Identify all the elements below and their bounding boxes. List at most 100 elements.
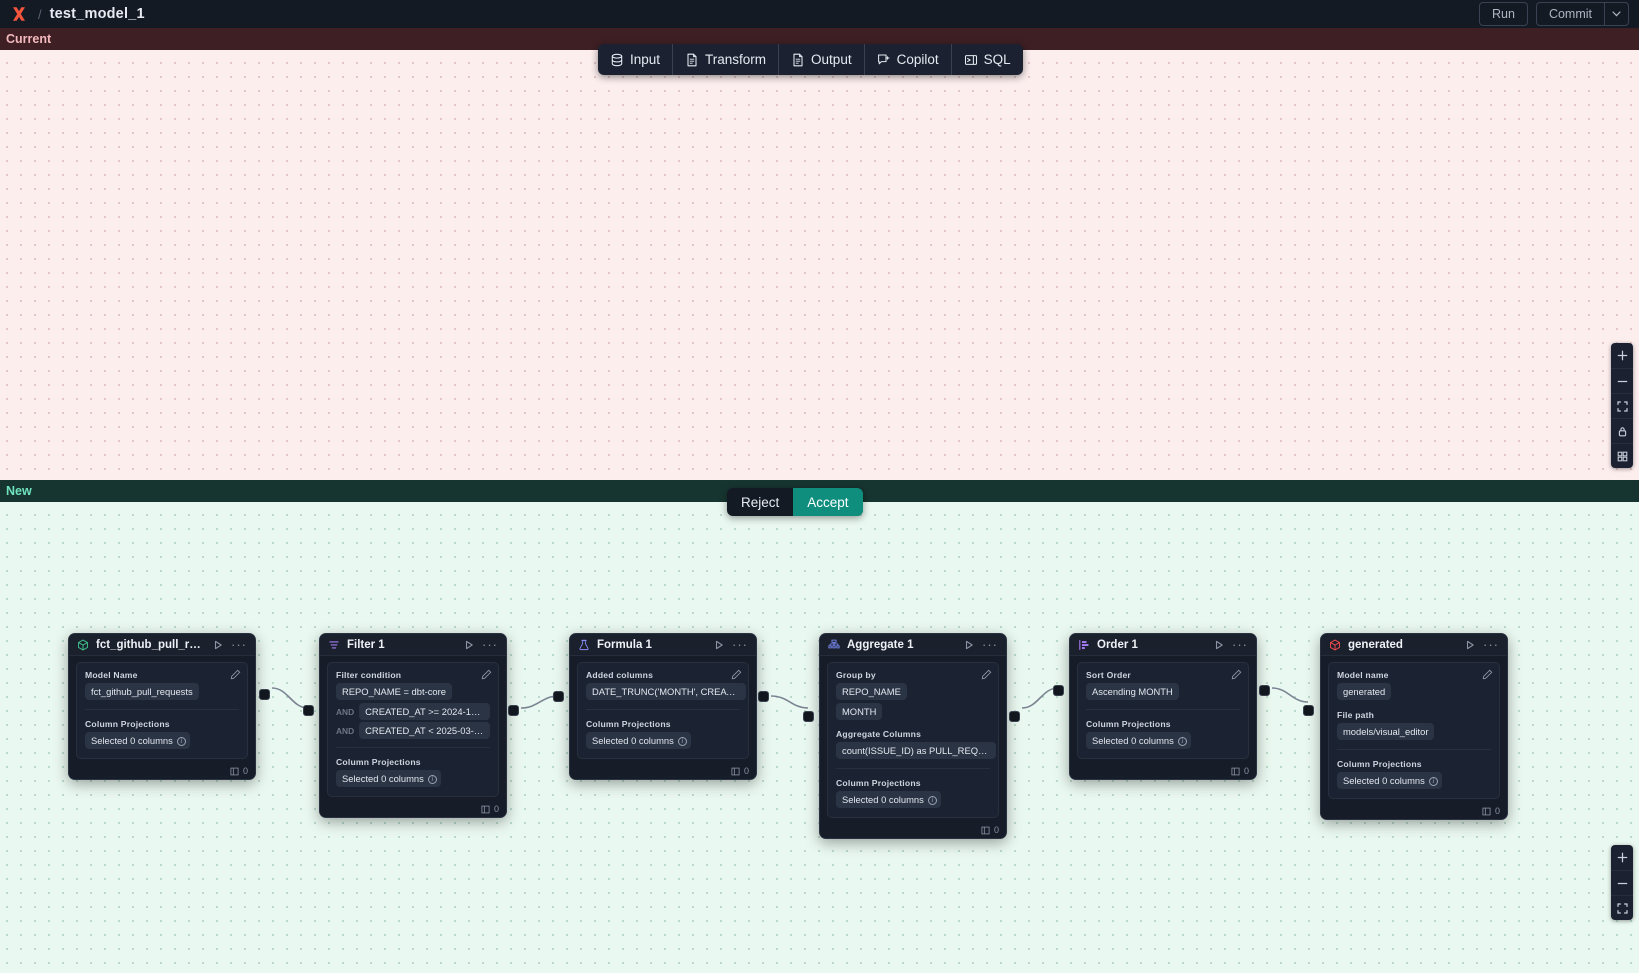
lock-button[interactable] <box>1611 418 1633 443</box>
zoom-out-button[interactable] <box>1611 870 1633 895</box>
node-aggregate-1[interactable]: Aggregate 1 ··· Group by REPO_NAME MONTH… <box>819 633 1007 839</box>
flow-canvas[interactable]: fct_github_pull_requests ··· Model Name … <box>0 480 1639 973</box>
filter-condition-pill[interactable]: CREATED_AT >= 2024-12-01 <box>359 703 490 720</box>
port-out-model[interactable] <box>259 689 270 700</box>
info-icon[interactable]: i <box>176 737 186 747</box>
pencil-icon[interactable] <box>981 669 992 680</box>
x-logo-icon[interactable] <box>10 5 28 23</box>
filter-condition-pill[interactable]: REPO_NAME = dbt-core <box>336 683 452 701</box>
toolbar-transform[interactable]: Transform <box>672 44 778 75</box>
info-icon[interactable]: i <box>927 796 937 806</box>
decision-bar: Reject Accept <box>727 488 863 516</box>
node-panel: Group by REPO_NAME MONTH Aggregate Colum… <box>827 662 999 818</box>
toolbar-input[interactable]: Input <box>598 44 672 75</box>
fit-view-button[interactable] <box>1611 393 1633 418</box>
added-columns-pill[interactable]: DATE_TRUNC('MONTH', CREATED_AT… <box>586 683 746 701</box>
info-icon[interactable]: i <box>427 775 437 785</box>
panel-divider <box>85 709 239 710</box>
panel-divider <box>336 747 490 748</box>
filter-condition-pill[interactable]: CREATED_AT < 2025-03-01 <box>359 722 490 739</box>
model-cube-icon <box>1330 639 1340 650</box>
port-in-aggregate[interactable] <box>803 711 814 722</box>
info-icon[interactable]: i <box>1428 777 1438 787</box>
node-header: Order 1 ··· <box>1070 634 1256 656</box>
pencil-icon[interactable] <box>230 669 241 680</box>
node-title: Filter 1 <box>347 638 385 651</box>
section-label: Aggregate Columns <box>836 729 922 739</box>
play-icon[interactable] <box>1464 639 1476 651</box>
node-generated[interactable]: generated ··· Model name generated File … <box>1320 633 1508 820</box>
more-dots-icon[interactable]: ··· <box>231 636 247 652</box>
toolbar-copilot[interactable]: Copilot <box>863 44 951 75</box>
pencil-icon[interactable] <box>481 669 492 680</box>
pencil-icon[interactable] <box>731 669 742 680</box>
port-out-filter[interactable] <box>508 705 519 716</box>
sql-panel-icon <box>964 54 977 65</box>
order-sort-icon <box>1079 639 1089 650</box>
column-count: 0 <box>1243 766 1249 776</box>
more-dots-icon[interactable]: ··· <box>1232 636 1248 652</box>
node-panel: Filter condition REPO_NAME = dbt-core AN… <box>327 662 499 797</box>
port-out-aggregate[interactable] <box>1009 711 1020 722</box>
port-out-formula[interactable] <box>758 691 769 702</box>
grid-toggle-button[interactable] <box>1611 443 1633 468</box>
more-dots-icon[interactable]: ··· <box>1483 636 1499 652</box>
model-name-pill[interactable]: generated <box>1337 683 1392 701</box>
sort-order-pill[interactable]: Ascending MONTH <box>1086 683 1179 701</box>
port-in-generated[interactable] <box>1303 705 1314 716</box>
node-header: Filter 1 ··· <box>320 634 506 656</box>
node-title: fct_github_pull_requests <box>96 638 205 651</box>
port-in-filter[interactable] <box>303 705 314 716</box>
play-icon[interactable] <box>463 639 475 651</box>
aggregate-columns-pill[interactable]: count(ISSUE_ID) as PULL_REQUEST_… <box>836 742 996 760</box>
pencil-icon[interactable] <box>1231 669 1242 680</box>
more-dots-icon[interactable]: ··· <box>732 636 748 652</box>
commit-button[interactable]: Commit <box>1548 7 1592 21</box>
toolbar-output[interactable]: Output <box>778 44 864 75</box>
run-button[interactable]: Run <box>1479 2 1528 26</box>
pencil-icon[interactable] <box>1482 669 1493 680</box>
more-dots-icon[interactable]: ··· <box>982 636 998 652</box>
play-icon[interactable] <box>963 639 975 651</box>
columns-icon <box>731 767 740 775</box>
column-count: 0 <box>242 766 248 776</box>
zoom-in-button[interactable] <box>1611 845 1633 870</box>
port-in-formula[interactable] <box>553 691 564 702</box>
reject-button[interactable]: Reject <box>741 494 780 510</box>
zoom-out-button[interactable] <box>1611 368 1633 393</box>
port-out-order[interactable] <box>1259 685 1270 696</box>
node-order-1[interactable]: Order 1 ··· Sort Order Ascending MONTH C… <box>1069 633 1257 780</box>
toolbar-sql[interactable]: SQL <box>950 44 1023 75</box>
node-fct-github-pull-requests[interactable]: fct_github_pull_requests ··· Model Name … <box>68 633 256 780</box>
more-dots-icon[interactable]: ··· <box>482 636 498 652</box>
play-icon[interactable] <box>212 639 224 651</box>
play-icon[interactable] <box>1213 639 1225 651</box>
value-pill[interactable]: fct_github_pull_requests <box>85 683 199 701</box>
info-icon[interactable]: i <box>677 737 687 747</box>
file-path-pill[interactable]: models/visual_editor <box>1337 723 1435 741</box>
node-filter-1[interactable]: Filter 1 ··· Filter condition REPO_NAME … <box>319 633 507 818</box>
node-formula-1[interactable]: Formula 1 ··· Added columns DATE_TRUNC('… <box>569 633 757 780</box>
and-operator: AND <box>336 725 355 736</box>
formula-flask-icon <box>579 639 589 650</box>
zoom-in-button[interactable] <box>1611 343 1633 368</box>
accept-button[interactable]: Accept <box>793 488 863 516</box>
info-icon[interactable]: i <box>1177 737 1187 747</box>
node-title: Aggregate 1 <box>847 638 914 651</box>
fit-view-button[interactable] <box>1611 895 1633 920</box>
play-icon[interactable] <box>713 639 725 651</box>
group-by-pill[interactable]: REPO_NAME <box>836 683 907 701</box>
group-by-pill[interactable]: MONTH <box>836 703 883 720</box>
section-label: Model name <box>1337 670 1389 680</box>
panel-divider <box>586 709 740 710</box>
edge-order-to-generated <box>1271 687 1309 703</box>
document-icon <box>793 53 803 66</box>
port-in-order[interactable] <box>1053 685 1064 696</box>
commit-dropdown-button[interactable] <box>1604 3 1628 25</box>
